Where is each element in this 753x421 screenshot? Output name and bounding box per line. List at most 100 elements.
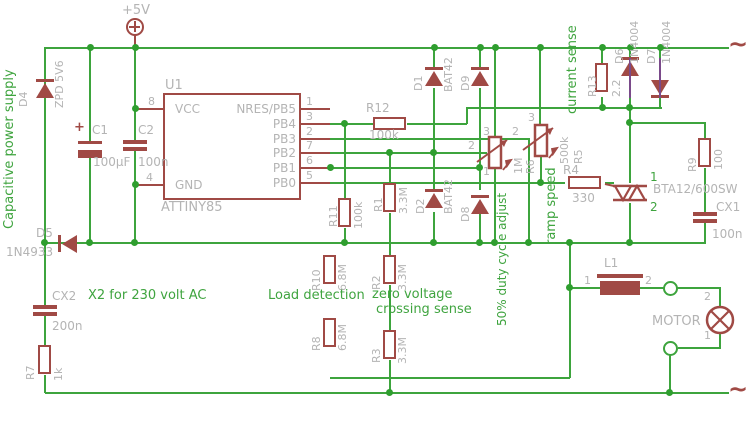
d1-value: BAT42 [442, 57, 455, 92]
net-r9-top [704, 122, 706, 138]
junction [341, 239, 348, 246]
net-r6-pin1 [494, 168, 496, 243]
triac-t1-num: 1 [650, 170, 658, 184]
l1-top-bar [597, 274, 643, 278]
annotation-zero-voltage: zero voltage [372, 287, 453, 302]
stub-u1-gnd [136, 184, 163, 186]
u1-pin2-name: PB3 [272, 132, 296, 146]
r1-body [383, 183, 396, 212]
c1-plate-top [78, 141, 102, 144]
motor-label: MOTOR [652, 314, 701, 329]
net-d6-top [629, 47, 631, 58]
net-r11-bottom [344, 228, 346, 243]
stub-5v [134, 35, 136, 48]
u1-part: ATTINY85 [161, 200, 223, 215]
c1-plate-bottom [78, 150, 102, 158]
u1-pin5-name: PB0 [272, 176, 296, 190]
r6-pin1-num: 1 [483, 165, 490, 178]
junction [626, 239, 633, 246]
r3-ref: R3 [370, 348, 383, 363]
r6-pin2-num: 2 [468, 139, 475, 152]
cx2-plate-top [33, 305, 57, 309]
net-pad-bottom [669, 354, 671, 393]
stub-u1-pin2 [300, 138, 330, 140]
junction [386, 149, 393, 156]
r4-ref: R4 [563, 163, 579, 177]
c2-plate-top [123, 140, 147, 144]
d7-value: 1N4004 [660, 20, 673, 64]
junction [492, 44, 499, 51]
cx2-ref: CX2 [52, 289, 77, 303]
net-pb4-b [407, 123, 467, 125]
d7-ref: D7 [645, 48, 658, 64]
net-r5-pin1 [540, 155, 542, 183]
r11-body [338, 198, 351, 227]
junction [477, 44, 484, 51]
d5-value: 1N4933 [6, 245, 54, 259]
c2-value: 100n [138, 155, 169, 169]
net-c1-top [89, 47, 91, 141]
annotation-current-sense: current sense [565, 25, 580, 114]
net-motor-bottom [678, 347, 721, 349]
motor-t2-num: 2 [704, 290, 711, 303]
net-load-a [570, 287, 600, 289]
r6-pin3-num: 3 [483, 125, 490, 138]
net-r1-r2 [389, 213, 391, 255]
net-load-sense [330, 377, 570, 379]
net-pb1 [330, 167, 480, 169]
junction [537, 179, 544, 186]
junction [132, 105, 139, 112]
net-pb0 [330, 182, 565, 184]
d1-cathode-bar [425, 67, 443, 70]
net-d1-d2 [433, 88, 435, 190]
net-c1-bottom [89, 158, 91, 243]
r6-pot-symbol [476, 135, 513, 171]
u1-pin1-name: NRES/PB5 [236, 102, 296, 116]
r9-ref: R9 [686, 157, 699, 172]
cx1-plate-bottom [693, 219, 717, 223]
annotation-ramp-speed: ramp speed [544, 167, 559, 245]
r13-value: 2.2 [610, 79, 623, 98]
net-r7-bottom [44, 375, 46, 393]
net-r5-pin3 [539, 47, 541, 125]
triac-value: BTA12/600SW [653, 182, 738, 196]
junction [476, 239, 483, 246]
r9-value: 100 [712, 149, 725, 170]
annotation-x2: X2 for 230 volt AC [88, 288, 207, 303]
u1-pin3-name: PB4 [272, 117, 296, 131]
d6-through-wire [629, 58, 631, 98]
r12-value: 100k [369, 128, 399, 142]
motor-connector-pad-top [663, 281, 678, 296]
net-left-column-top [44, 47, 46, 243]
annotation-capacitive-supply: Capacitive power supply [2, 69, 17, 229]
net-r6-pin3 [494, 47, 496, 137]
net-r12-jog [466, 107, 468, 124]
stub-u1-pin6 [300, 167, 330, 169]
annotation-load-detection: Load detection [268, 288, 365, 303]
net-snubber-top [630, 122, 706, 124]
lamp-symbol [705, 305, 735, 335]
net-pb4-a [330, 123, 373, 125]
l1-pin2-num: 2 [645, 274, 652, 287]
r13-body [595, 63, 608, 92]
r5-ref: R5 [572, 149, 585, 164]
c1-plus: + [74, 120, 85, 135]
net-triac-t2 [629, 203, 631, 243]
l1-body [600, 281, 640, 295]
net-lamp-top [719, 287, 721, 308]
junction [566, 284, 573, 291]
junction [386, 389, 393, 396]
cx2-plate-bottom [33, 312, 57, 316]
net-d7-bottom [659, 98, 661, 108]
r7-value: 1k [52, 367, 65, 381]
junction [599, 104, 606, 111]
r2-body [383, 255, 396, 284]
cx1-ref: CX1 [716, 200, 741, 214]
d8-diode-symbol [471, 199, 489, 214]
r7-body [38, 345, 51, 374]
net-cx2-r7 [44, 316, 46, 345]
c2-plate-bottom [123, 147, 147, 151]
net-pb2 [330, 152, 487, 154]
stub-u1-pin5 [300, 182, 330, 184]
d2-diode-symbol [425, 193, 443, 208]
